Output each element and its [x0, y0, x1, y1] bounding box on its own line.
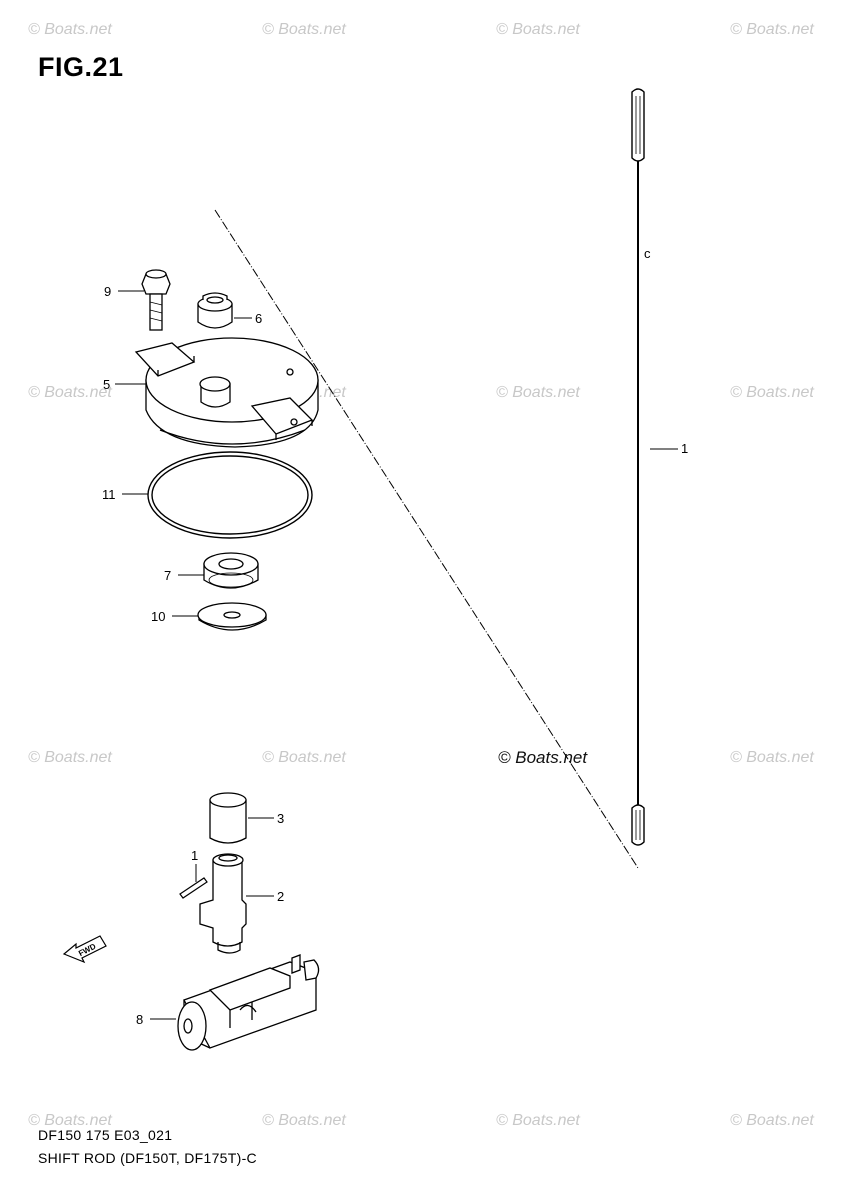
callout-part-5: 5: [103, 377, 110, 392]
footer-figure-name: SHIFT ROD (DF150T, DF175T)-C: [38, 1150, 257, 1166]
watermark: © Boats.net: [28, 21, 112, 38]
callout-part-10: 10: [151, 609, 165, 624]
watermark: © Boats.net: [262, 749, 346, 766]
part-washer: [197, 602, 267, 631]
assembly-line: [214, 209, 639, 869]
part-housing: [134, 337, 319, 448]
watermark: © Boats.net: [28, 749, 112, 766]
part-shift-slider: [177, 954, 320, 1051]
watermark: © Boats.net: [730, 1112, 814, 1129]
watermark: © Boats.net: [730, 21, 814, 38]
part-sleeve: [209, 792, 247, 844]
part-o-ring: [147, 451, 313, 539]
watermark: © Boats.net: [262, 21, 346, 38]
watermark: © Boats.net: [28, 384, 112, 401]
callout-part-8: 8: [136, 1012, 143, 1027]
part-bearing: [203, 552, 259, 589]
footer-figure-code: DF150 175 E03_021: [38, 1127, 173, 1143]
part-bushing: [197, 292, 233, 329]
callout-part-6: 6: [255, 311, 262, 326]
part-pin: [179, 877, 208, 899]
callout-part-3: 3: [277, 811, 284, 826]
callout-part-7: 7: [164, 568, 171, 583]
watermark: © Boats.net: [496, 384, 580, 401]
part-shift-rod: [631, 88, 645, 846]
watermark: © Boats.net: [730, 384, 814, 401]
watermark: © Boats.net: [28, 1112, 112, 1129]
watermark: © Boats.net: [262, 1112, 346, 1129]
watermark: © Boats.net: [496, 21, 580, 38]
part-shift-shaft: [199, 853, 247, 954]
fwd-arrow-icon: FWD: [62, 935, 107, 964]
watermark-grid: © Boats.net © Boats.net © Boats.net © Bo…: [28, 21, 814, 1129]
callout-part-2: 2: [277, 889, 284, 904]
watermark-main: © Boats.net: [498, 748, 588, 767]
callout-part-1-pin: 1: [191, 848, 198, 863]
part-bolt: [141, 269, 171, 331]
callout-part-1: 1: [681, 441, 688, 456]
callout-part-11: 11: [102, 487, 116, 502]
figure-title: FIG.21: [38, 52, 124, 82]
part-letter-c: c: [644, 246, 651, 261]
callout-part-9: 9: [104, 284, 111, 299]
watermark: © Boats.net: [730, 749, 814, 766]
watermark: © Boats.net: [496, 1112, 580, 1129]
